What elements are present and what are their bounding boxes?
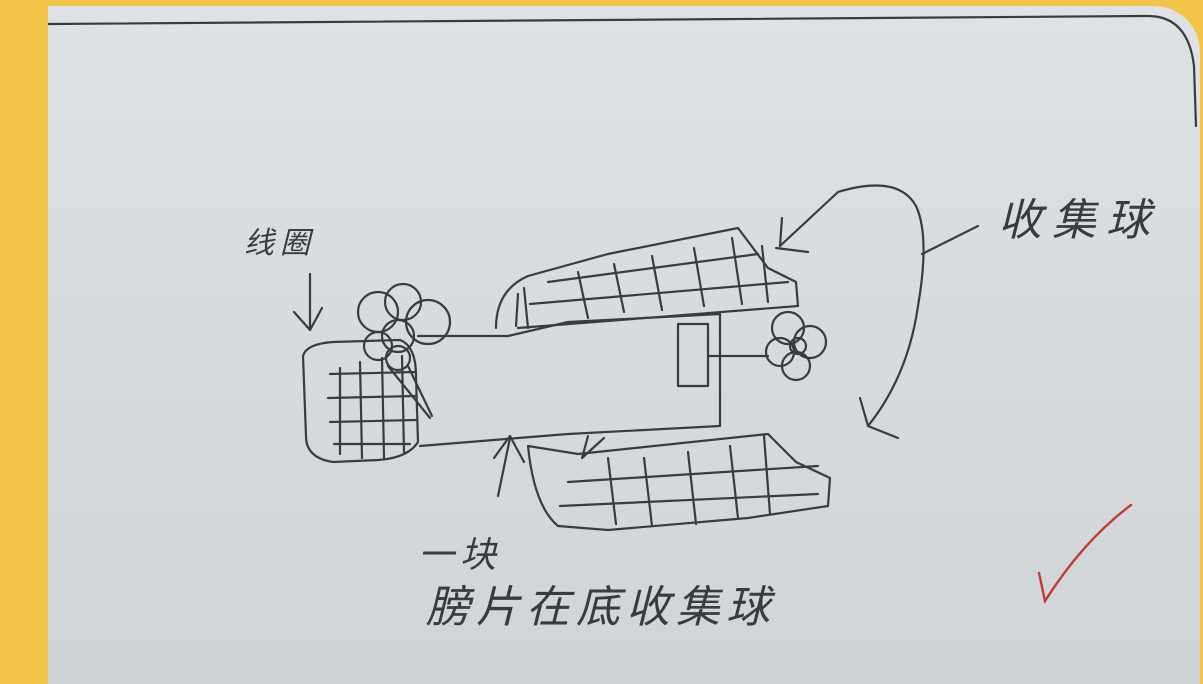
- collector-bracket-arrow: [774, 184, 980, 440]
- upper-blade: [494, 226, 800, 330]
- central-body: [416, 312, 770, 448]
- left-coil-square: [301, 338, 420, 464]
- up-arrow-to-piece: [492, 434, 526, 498]
- down-arrow-icon: [292, 272, 324, 332]
- label-coil: 线圈: [244, 226, 316, 261]
- coil-flower-left: [356, 282, 452, 420]
- label-bottom-line2: 膀片在底收集球: [426, 582, 776, 633]
- coil-flower-right: [764, 310, 828, 382]
- label-collector-ball: 收集球: [998, 195, 1160, 246]
- paper-edge: [48, 14, 1198, 128]
- paper-photo: 线圈 收集球 一块 膀片在底收集球: [48, 6, 1200, 684]
- label-bottom-line1: 一块: [418, 535, 503, 576]
- pencil-drawing: [48, 14, 1198, 532]
- lower-blade: [526, 432, 832, 532]
- check-mark-icon: [1037, 503, 1133, 605]
